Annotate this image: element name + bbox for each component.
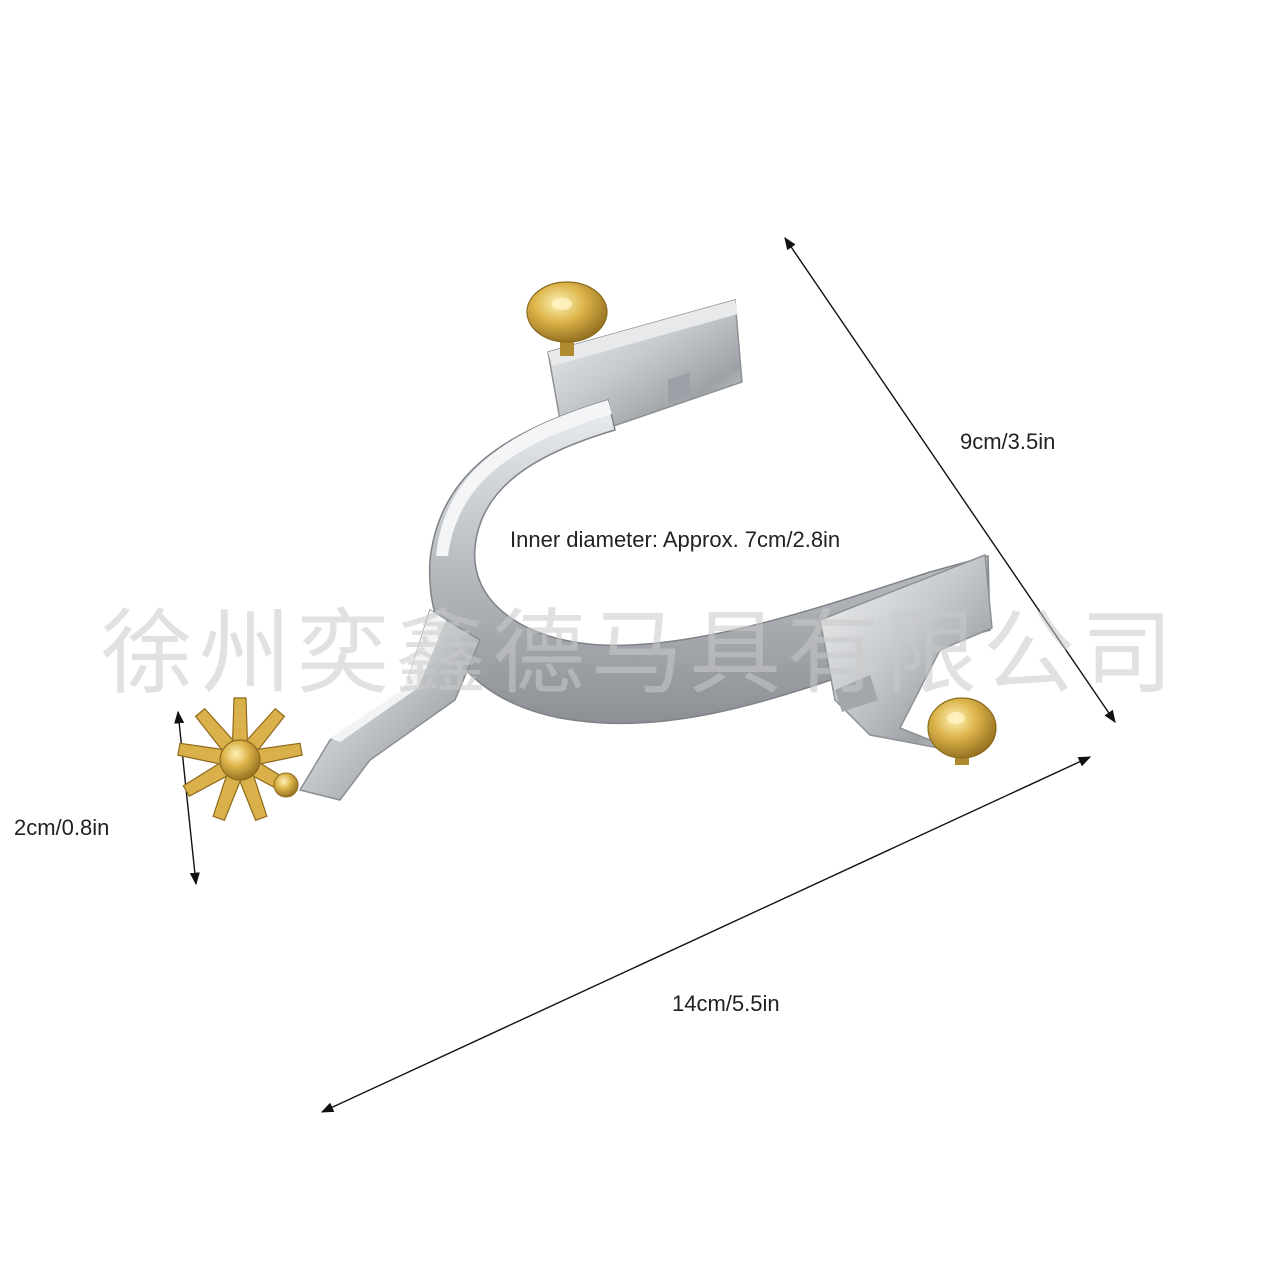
rowel (177, 697, 303, 822)
rowel-dimension-line (174, 710, 200, 886)
inner-diameter-label: Inner diameter: Approx. 7cm/2.8in (510, 527, 841, 552)
height-dimension-line (784, 236, 1116, 724)
watermark: 徐州奕鑫德马具有限公司 (100, 600, 1179, 707)
width-label: 14cm/5.5in (672, 991, 780, 1016)
lower-button-stud (927, 697, 997, 765)
rowel-size-label: 2cm/0.8in (14, 815, 110, 840)
lower-strap-arm (819, 553, 993, 753)
rowel-pin (273, 772, 299, 798)
upper-button-stud (526, 281, 608, 356)
height-label: 9cm/3.5in (960, 429, 1056, 454)
width-dimension-line (320, 756, 1092, 1113)
spur-shank (298, 608, 481, 801)
upper-strap-arm (547, 299, 743, 431)
